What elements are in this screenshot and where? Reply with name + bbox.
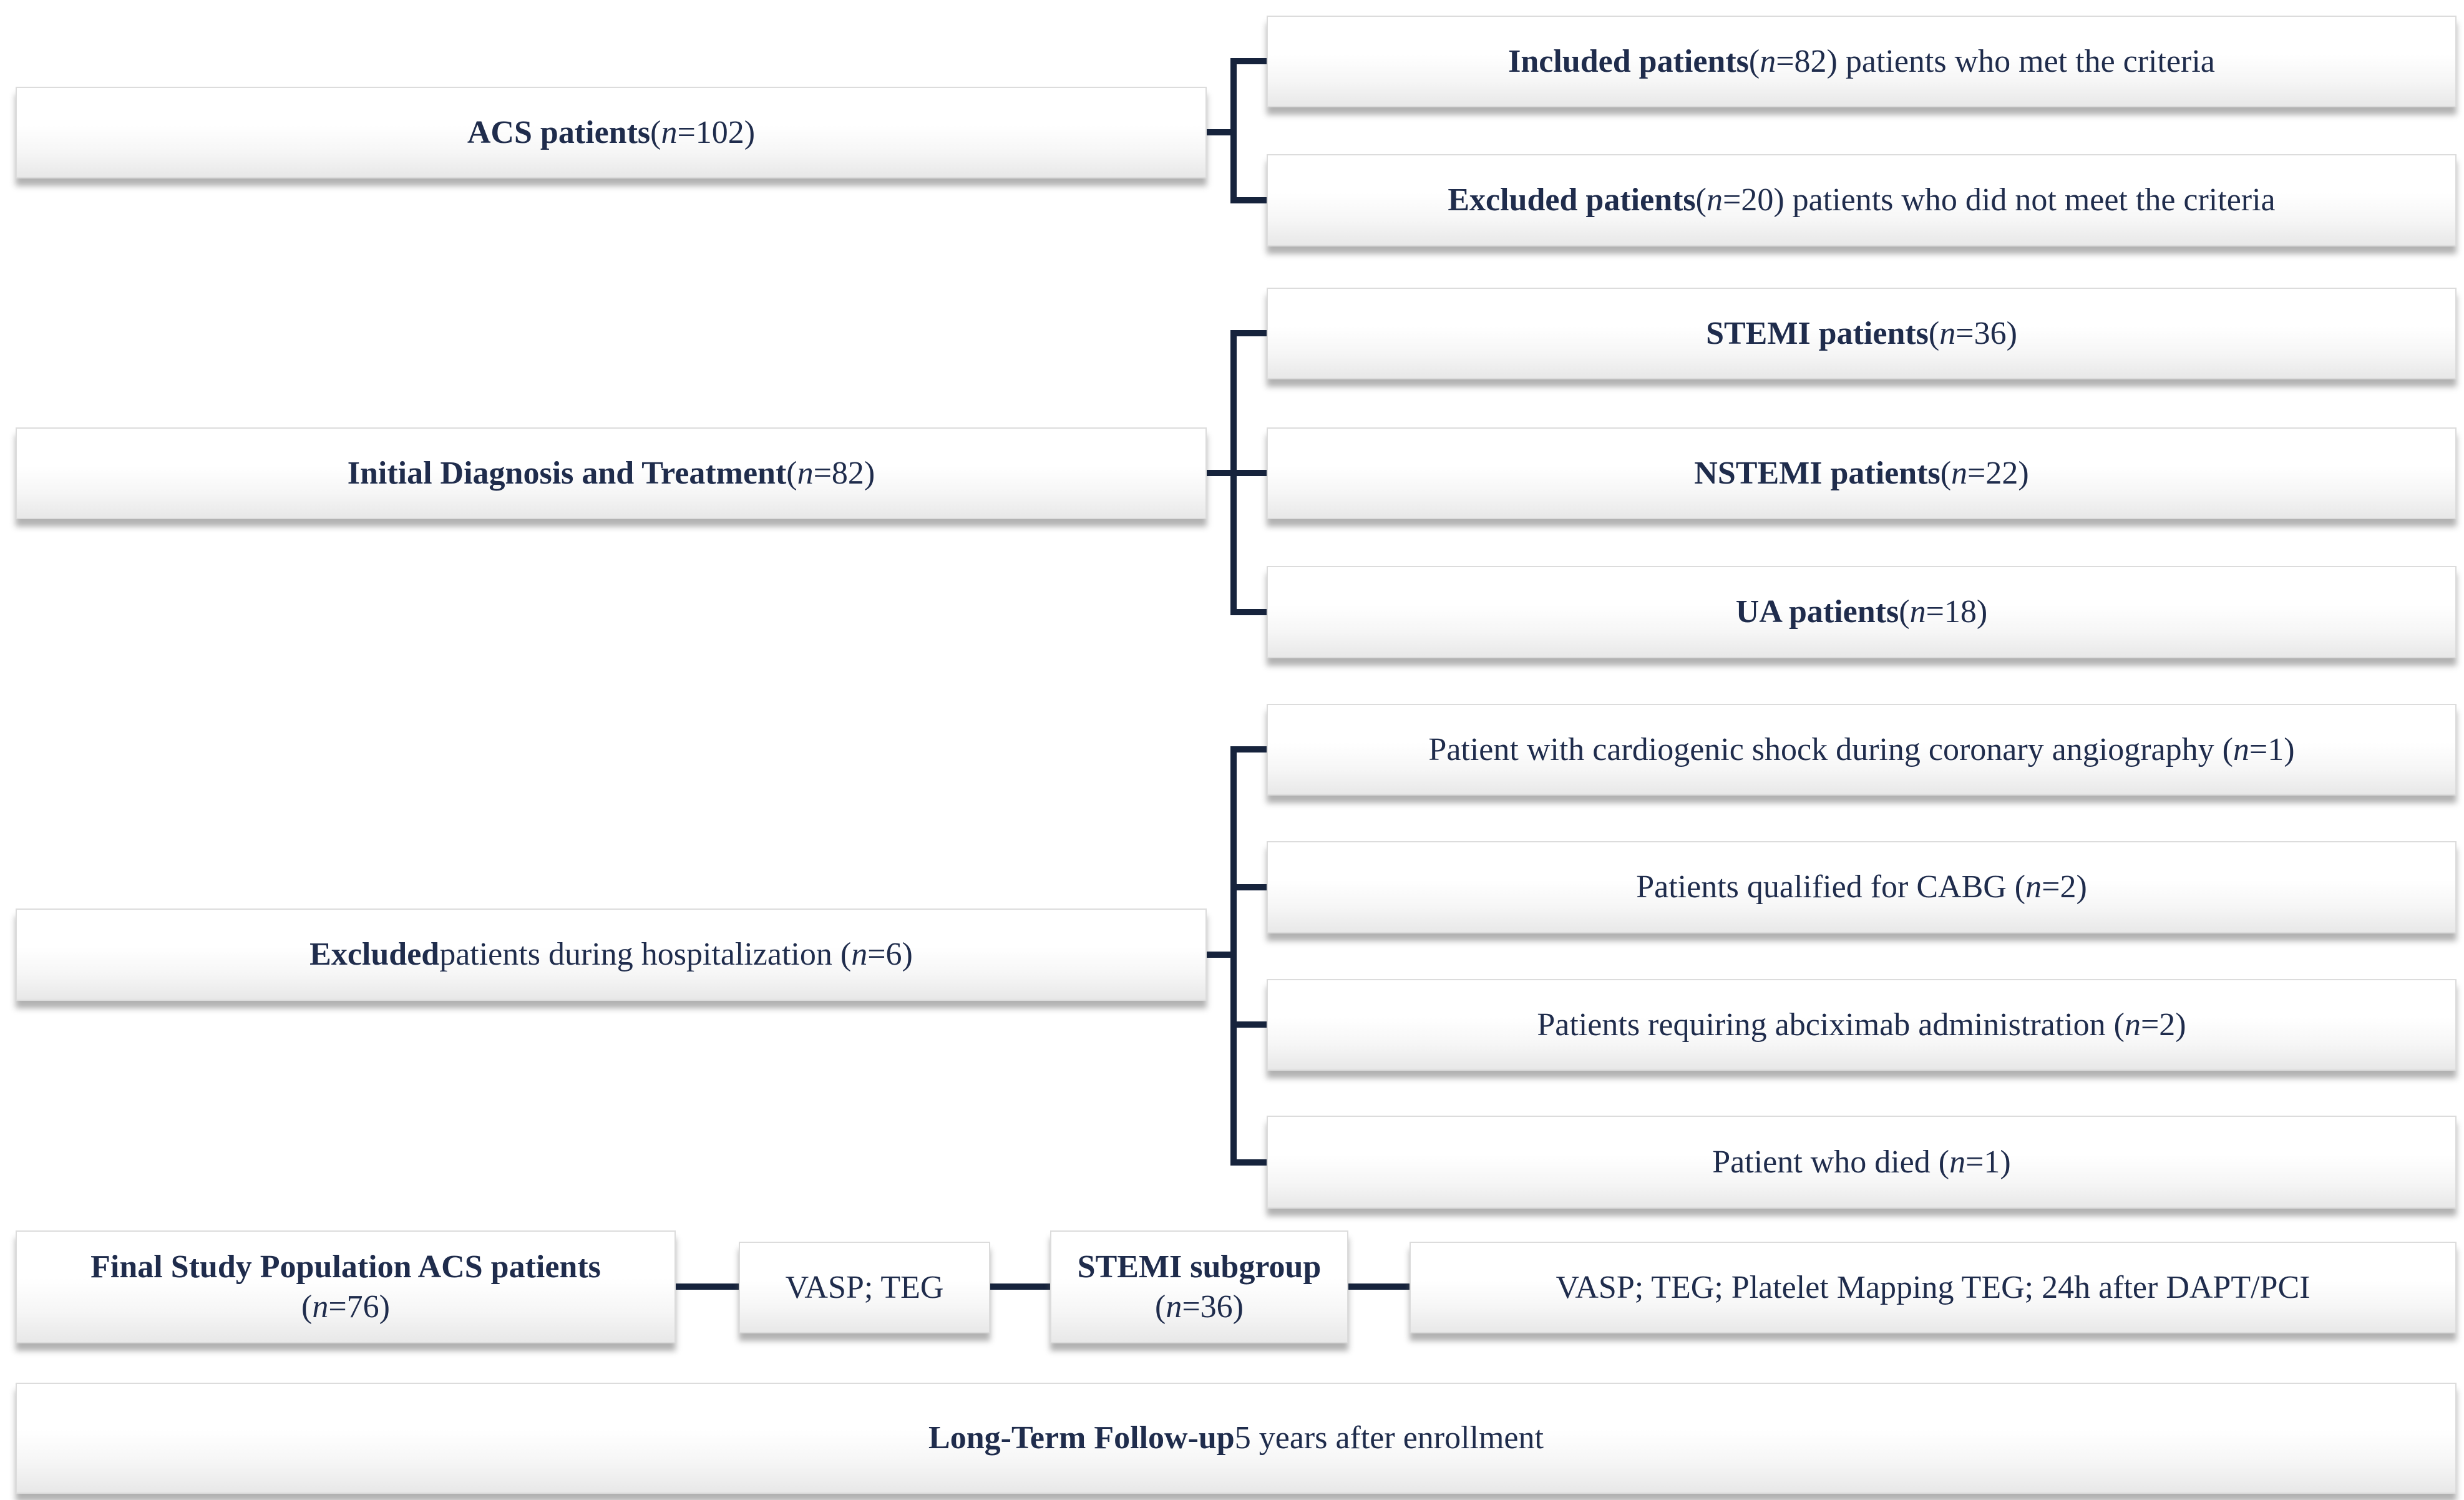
- final-study-population-line2: (n=76): [301, 1288, 390, 1325]
- box-long-term-follow-up: Long-Term Follow-up 5 years after enroll…: [16, 1383, 2457, 1494]
- connector-bottom-1: [676, 1283, 739, 1290]
- box-abciximab: Patients requiring abciximab administrat…: [1267, 979, 2457, 1071]
- connector-s1-parent-stub: [1207, 129, 1232, 135]
- box-excluded-patients-criteria: Excluded patients (n=20) patients who di…: [1267, 154, 2457, 246]
- connector-s2-top-stub: [1235, 330, 1267, 336]
- connector-s3-stub-3: [1235, 1021, 1267, 1028]
- box-cardiogenic-shock: Patient with cardiogenic shock during co…: [1267, 704, 2457, 796]
- connector-bottom-3: [1348, 1283, 1410, 1290]
- connector-s2-middle-line: [1207, 470, 1267, 476]
- box-ua-patients: UA patients (n=18): [1267, 566, 2457, 658]
- stemi-subgroup-line2: (n=36): [1155, 1288, 1244, 1325]
- stemi-subgroup-line1: STEMI subgroup: [1077, 1249, 1322, 1285]
- connector-s1-vertical: [1230, 58, 1237, 203]
- final-study-population-line1: Final Study Population ACS patients: [90, 1249, 601, 1285]
- box-vasp-teg: VASP; TEG: [739, 1242, 990, 1333]
- box-included-patients: Included patients (n=82) patients who me…: [1267, 16, 2457, 107]
- connector-s3-vertical: [1230, 746, 1237, 1166]
- box-stemi-subgroup: STEMI subgroup (n=36): [1050, 1230, 1348, 1343]
- box-vasp-teg-platelet-mapping: VASP; TEG; Platelet Mapping TEG; 24h aft…: [1410, 1242, 2457, 1333]
- connector-s1-bottom-stub: [1235, 197, 1267, 203]
- box-acs-patients: ACS patients (n=102): [16, 87, 1207, 178]
- connector-s1-top-stub: [1235, 58, 1267, 64]
- connector-s3-stub-4: [1235, 1159, 1267, 1166]
- box-cabg: Patients qualified for CABG (n=2): [1267, 841, 2457, 933]
- box-initial-diagnosis: Initial Diagnosis and Treatment (n=82): [16, 427, 1207, 519]
- connector-s3-parent-stub: [1207, 952, 1232, 958]
- connector-s3-stub-1: [1235, 746, 1267, 752]
- box-stemi-patients: STEMI patients (n=36): [1267, 288, 2457, 379]
- connector-bottom-2: [990, 1283, 1050, 1290]
- box-nstemi-patients: NSTEMI patients (n=22): [1267, 427, 2457, 519]
- box-final-study-population: Final Study Population ACS patients (n=7…: [16, 1230, 676, 1343]
- box-patient-died: Patient who died (n=1): [1267, 1116, 2457, 1209]
- connector-s3-stub-2: [1235, 884, 1267, 890]
- box-excluded-hospitalization: Excluded patients during hospitalization…: [16, 908, 1207, 1001]
- connector-s2-bottom-stub: [1235, 609, 1267, 615]
